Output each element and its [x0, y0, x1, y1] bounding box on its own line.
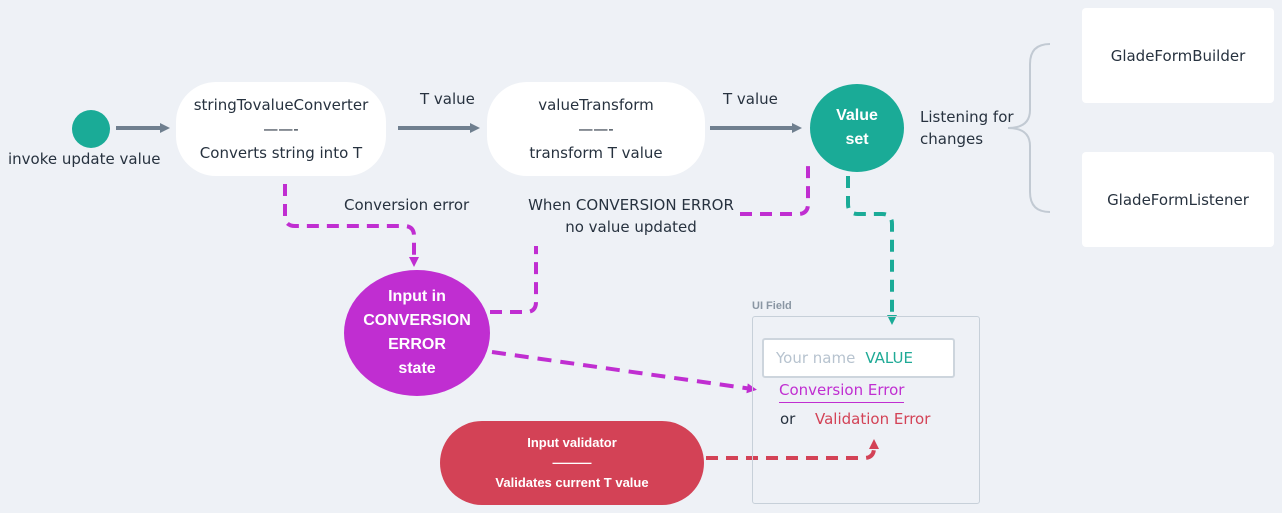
no-update-label: When CONVERSION ERROR no value updated	[526, 194, 736, 238]
conversion-state-line4: state	[398, 360, 436, 377]
converter-node: stringTovalueConverter ——- Converts stri…	[176, 82, 386, 176]
arrow-error-state-to-ui-error	[491, 350, 757, 394]
conversion-state-line2: CONVERSION	[363, 312, 471, 329]
listening-line2: changes	[920, 130, 984, 148]
ui-field-frame	[752, 316, 980, 504]
conversion-error-state-node: Input in CONVERSION ERROR state	[344, 270, 490, 396]
arrow-blocked-update	[740, 164, 810, 216]
conversion-error-label: Conversion error	[344, 196, 470, 214]
name-input-value: VALUE	[865, 349, 913, 367]
arrow-valueset-to-ui-field	[846, 176, 897, 325]
ui-field-title: UI Field	[752, 300, 792, 312]
value-set-node: Value set	[810, 84, 904, 172]
validator-divider: ———	[552, 455, 592, 470]
ui-or-label: or	[780, 410, 796, 428]
listeners-bracket	[1007, 43, 1051, 213]
no-update-line2: no value updated	[565, 218, 697, 236]
name-input[interactable]: Your name VALUE	[762, 338, 955, 378]
ui-conversion-error: Conversion Error	[779, 379, 905, 403]
arrow-error-state-to-valueset	[490, 246, 538, 314]
conversion-state-line3: ERROR	[388, 336, 446, 353]
validator-node: Input validator ——— Validates current T …	[440, 421, 704, 505]
no-update-line1: When CONVERSION ERROR	[528, 196, 734, 214]
conversion-state-line1: Input in	[388, 288, 446, 305]
listening-line1: Listening for	[920, 108, 1014, 126]
converter-desc: Converts string into T	[199, 144, 363, 162]
t-value-label-2: T value	[723, 90, 778, 108]
start-label: invoke update value	[8, 150, 161, 168]
converter-title: stringTovalueConverter	[193, 96, 369, 114]
listening-label: Listening for changes	[920, 106, 1014, 150]
start-node	[72, 110, 110, 148]
glade-form-listener-box: GladeFormListener	[1082, 152, 1274, 247]
validator-title: Input validator	[527, 435, 617, 450]
transform-desc: transform T value	[529, 144, 663, 162]
glade-form-builder-box: GladeFormBuilder	[1082, 8, 1274, 103]
value-set-line2: set	[845, 131, 869, 148]
transform-node: valueTransform ——- transform T value	[487, 82, 705, 176]
arrow-converter-to-error-state	[283, 184, 419, 267]
value-set-line1: Value	[836, 107, 878, 124]
name-input-placeholder: Your name	[776, 349, 856, 367]
validator-desc: Validates current T value	[495, 475, 649, 490]
t-value-label-1: T value	[420, 90, 475, 108]
ui-validation-error: Validation Error	[815, 410, 931, 428]
arrow-validator-to-ui-error	[706, 439, 879, 460]
transform-title: valueTransform	[538, 96, 654, 114]
transform-divider: ——-	[578, 120, 614, 138]
converter-divider: ——-	[263, 120, 299, 138]
